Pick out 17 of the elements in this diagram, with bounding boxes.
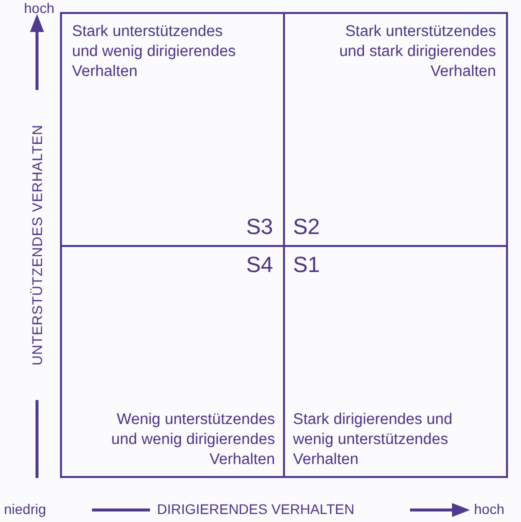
- axis-end-label: hoch: [24, 0, 54, 16]
- quadrant-description: Wenig unterstützendes und wenig dirigierendes Verhalten: [110, 410, 275, 470]
- style-label: S1: [293, 253, 320, 277]
- style-label: S3: [246, 215, 273, 239]
- axis-title: DIRIGIERENDES VERHALTEN: [157, 501, 354, 517]
- quadrant-box: [283, 245, 508, 478]
- quadrant-box: [283, 12, 508, 247]
- quadrant-description: Stark dirigierendes und wenig unterstützendes Verhalten: [293, 410, 454, 470]
- style-label: S4: [246, 253, 273, 277]
- quadrant-box: [60, 245, 285, 478]
- axis-title: UNTERSTÜTZENDES VERHALTEN: [29, 124, 45, 366]
- axis-end-label: niedrig: [4, 501, 46, 517]
- quadrant-description: Stark unterstützendes und stark dirigierendes Verhalten: [338, 22, 496, 82]
- quadrant-box: [60, 12, 285, 247]
- axis-end-label: hoch: [474, 501, 504, 517]
- quadrant-description: Stark unterstützendes und wenig dirigierendes Verhalten: [72, 22, 237, 82]
- style-label: S2: [293, 215, 320, 239]
